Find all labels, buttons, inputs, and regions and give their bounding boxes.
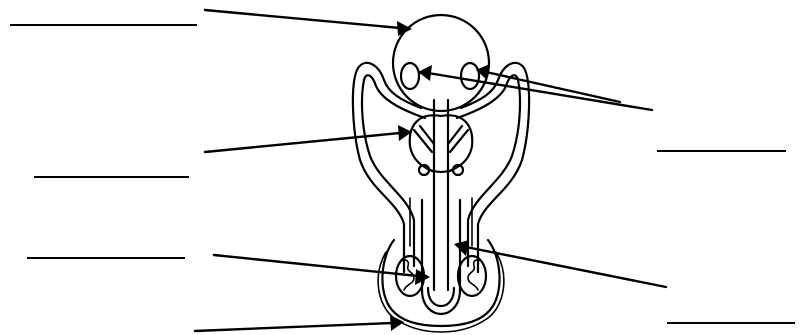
ureter-opening-right — [461, 63, 479, 89]
epididymis-right — [468, 260, 482, 290]
arrow-urethra — [214, 255, 418, 276]
arrow-ureter-left-head — [418, 65, 432, 81]
arrow-bladder — [205, 10, 400, 28]
arrow-bladder-head — [397, 21, 412, 36]
glans — [428, 288, 454, 306]
scrotum-outer — [378, 252, 441, 332]
scrotum-outer-right — [441, 252, 504, 332]
seminal-vesicle-left — [414, 126, 434, 152]
ureter-opening-left — [401, 63, 419, 89]
arrow-vas-deferens-head — [454, 240, 469, 256]
arrow-vas-deferens — [466, 247, 666, 287]
arrow-scrotum — [195, 323, 392, 331]
arrow-seminal-vesicle — [205, 133, 400, 152]
anatomy-drawing — [353, 15, 529, 332]
arrow-ureter-left — [428, 73, 652, 110]
penis-shaft — [422, 200, 460, 314]
prostate-gland — [410, 115, 472, 172]
seminal-vesicle-right — [448, 126, 468, 152]
